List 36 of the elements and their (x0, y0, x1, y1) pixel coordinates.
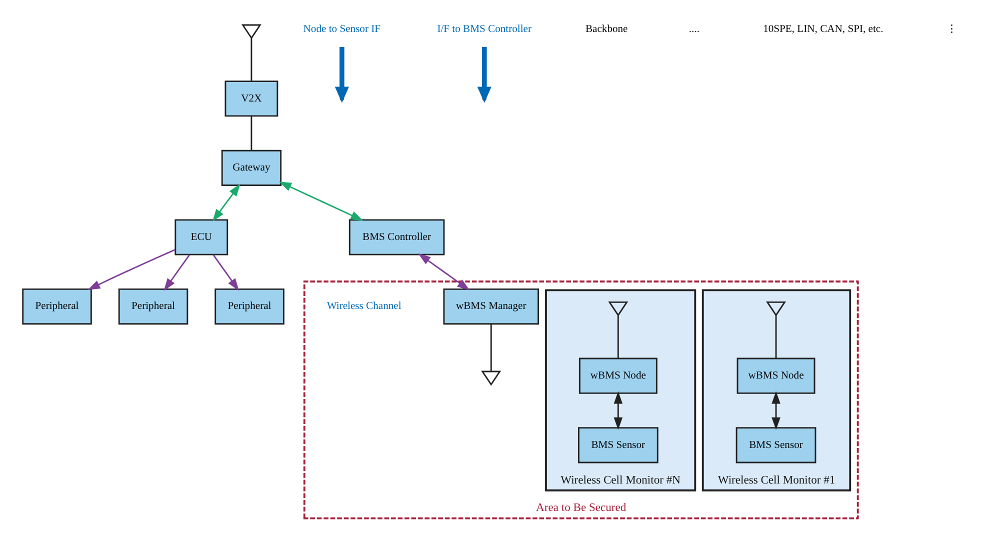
node-box: V2X (224, 80, 278, 117)
node-box: BMS Sensor (735, 427, 816, 464)
node-box: wBMS Node (578, 358, 657, 394)
label: .... (688, 24, 699, 36)
node-box: Peripheral (118, 288, 188, 325)
arrow (87, 249, 175, 290)
node-box: Peripheral (214, 288, 284, 325)
connector (490, 324, 492, 372)
arrow (771, 391, 780, 430)
node-box: wBMS Node (736, 358, 815, 394)
node-box: BMS Sensor (577, 427, 658, 464)
node-box: BMS Controller (348, 219, 444, 256)
label: Wireless Channel (326, 301, 401, 312)
node-box: wBMS Manager (442, 288, 538, 325)
arrow (163, 254, 190, 291)
arrow (212, 254, 239, 291)
arrow (613, 391, 622, 430)
connector (250, 38, 252, 82)
node-text: I/F to BMS Controller (436, 24, 532, 36)
label: Backbone (584, 24, 628, 36)
label: 10SPE, LIN, CAN, SPI, etc. (762, 24, 883, 36)
node-text: Node to Sensor IF (302, 24, 380, 36)
node-antenna (608, 301, 628, 316)
node-box: Peripheral (22, 288, 92, 325)
node-box: Gateway (220, 150, 282, 186)
connector (250, 116, 252, 151)
node-antenna (766, 301, 786, 316)
node-box: ECU (174, 219, 228, 256)
connector (774, 315, 776, 358)
node-antenna (480, 370, 501, 386)
arrow (418, 253, 470, 290)
arrow (212, 184, 240, 222)
label: ⋮ (946, 24, 958, 36)
node-antenna (240, 24, 261, 40)
connector (616, 315, 618, 358)
arrow (278, 182, 363, 221)
